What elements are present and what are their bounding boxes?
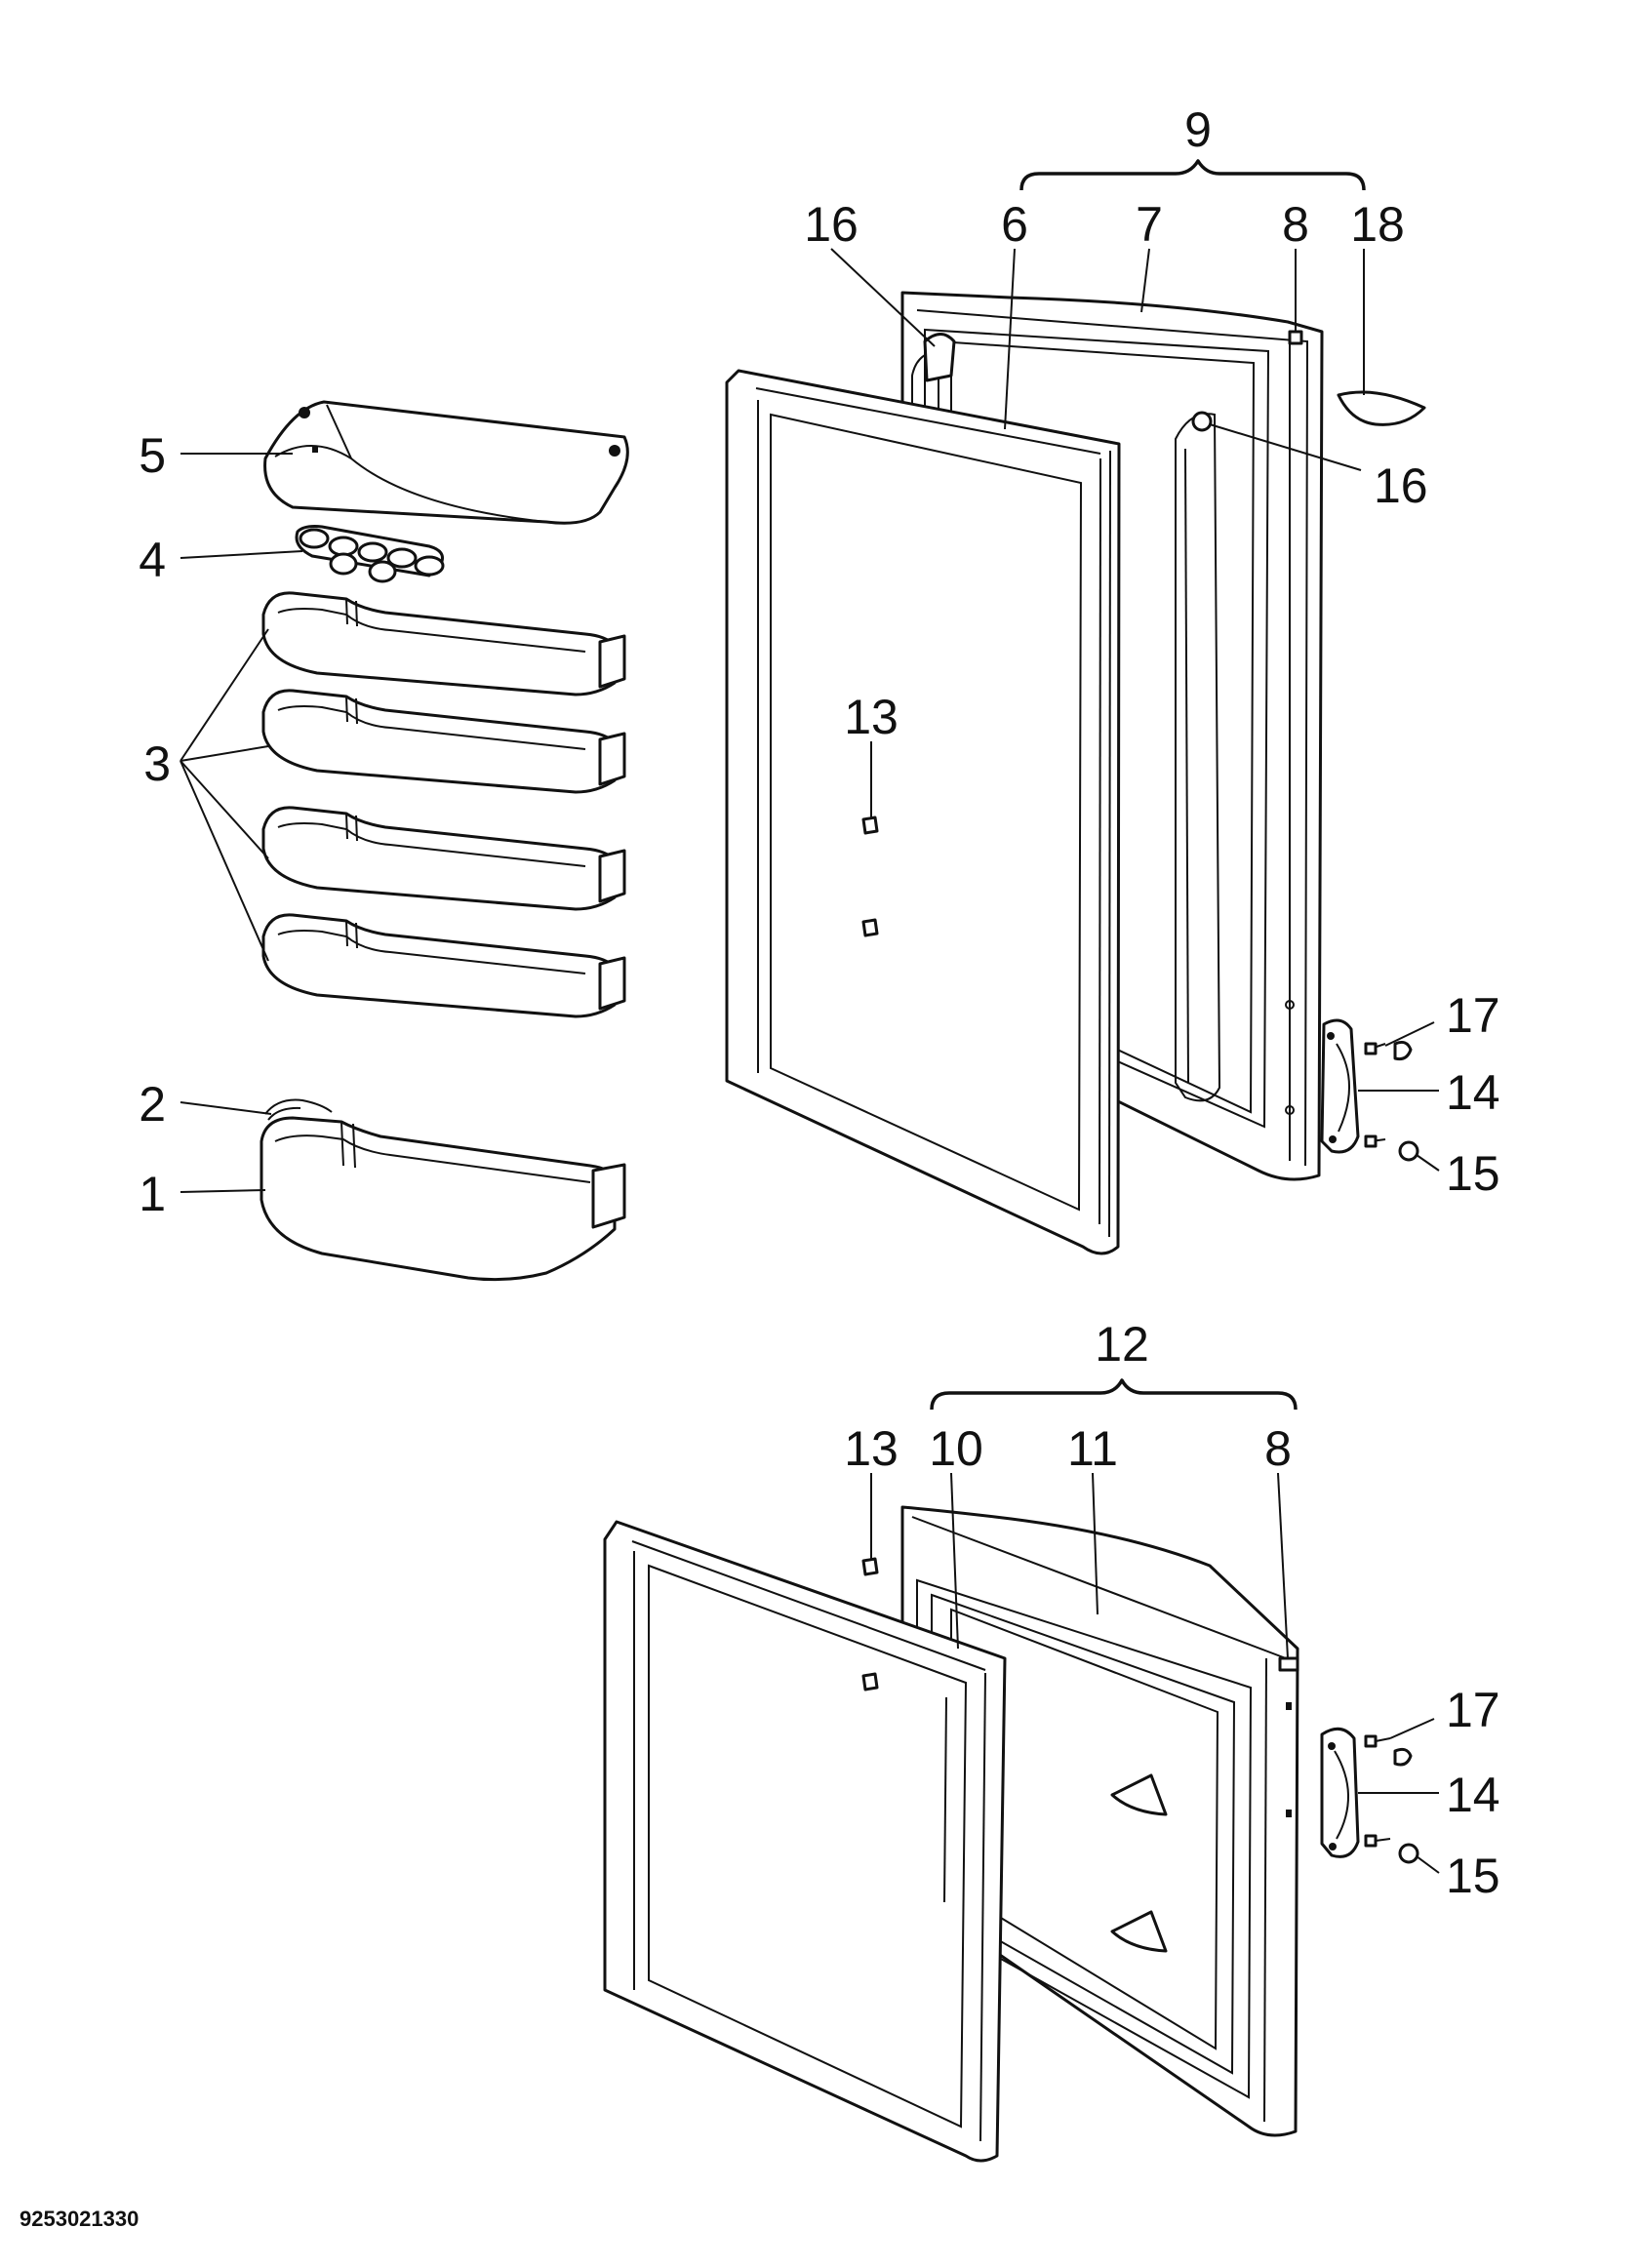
fridge-door-gasket xyxy=(725,369,1121,1255)
label-part-9: 9 xyxy=(1184,102,1212,157)
label-part-16-top: 16 xyxy=(804,197,859,252)
handle-bottom xyxy=(1320,1727,1419,1864)
label-part-17-top: 17 xyxy=(1446,988,1500,1043)
label-part-4: 4 xyxy=(139,533,166,587)
document-code: 9253021330 xyxy=(20,2207,139,2231)
label-part-18: 18 xyxy=(1350,197,1405,252)
label-part-14-top: 14 xyxy=(1446,1065,1500,1120)
label-part-16-right: 16 xyxy=(1374,458,1428,513)
handle-top xyxy=(1320,1018,1419,1162)
label-part-8-bottom: 8 xyxy=(1264,1421,1292,1476)
egg-tray xyxy=(295,525,445,583)
label-part-15-top: 15 xyxy=(1446,1146,1500,1201)
label-part-10: 10 xyxy=(929,1421,983,1476)
door-shelf-1 xyxy=(261,591,626,696)
label-part-14-bottom: 14 xyxy=(1446,1768,1500,1822)
brace-12 xyxy=(930,1378,1298,1411)
label-part-8-top: 8 xyxy=(1282,197,1309,252)
door-shelf-4 xyxy=(261,913,626,1018)
label-part-5: 5 xyxy=(139,428,166,483)
dairy-cover xyxy=(263,400,629,525)
label-part-13-top: 13 xyxy=(844,690,899,744)
label-part-3: 3 xyxy=(143,736,171,791)
freezer-door-gasket xyxy=(603,1520,1007,2163)
door-shelves xyxy=(261,591,626,1018)
label-part-12: 12 xyxy=(1095,1317,1149,1372)
screw-cap-bottom xyxy=(861,1557,879,1691)
label-part-2: 2 xyxy=(139,1077,166,1132)
leader-lines xyxy=(180,248,1440,1874)
brace-9 xyxy=(1019,159,1366,191)
door-shelf-2 xyxy=(261,689,626,794)
label-part-11: 11 xyxy=(1067,1421,1118,1476)
label-part-17-bottom: 17 xyxy=(1446,1683,1500,1737)
label-part-7: 7 xyxy=(1136,197,1163,252)
hinge-cover xyxy=(1337,390,1426,426)
bottle-retainer xyxy=(264,1098,333,1115)
door-shelf-3 xyxy=(261,806,626,911)
label-part-6: 6 xyxy=(1001,197,1028,252)
bottle-shelf xyxy=(260,1098,626,1282)
label-part-1: 1 xyxy=(139,1167,166,1221)
label-part-15-bottom: 15 xyxy=(1446,1849,1500,1903)
label-part-13-bottom: 13 xyxy=(844,1421,899,1476)
